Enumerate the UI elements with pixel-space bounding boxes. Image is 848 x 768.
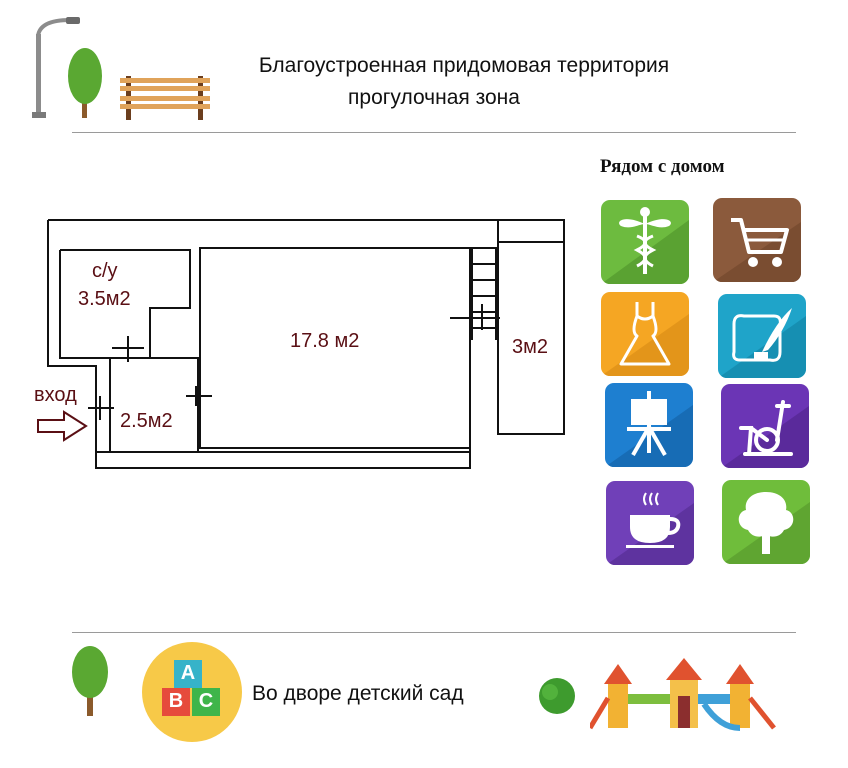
clothing-tile — [601, 292, 689, 376]
easel-icon — [605, 391, 693, 467]
abc-letter-b: B — [168, 690, 184, 712]
pharmacy-tile — [601, 200, 689, 284]
tree-icon — [72, 646, 108, 716]
coffee-cup-icon — [606, 492, 694, 565]
abc-blocks-badge: A B C — [142, 642, 242, 742]
library-tile — [718, 294, 806, 378]
playground-icon — [590, 658, 776, 731]
side-room-area: 3м2 — [512, 336, 548, 358]
park-tile — [722, 480, 810, 564]
floor-plan: с/у 3.5м2 17.8 м2 3м2 вход 2.5м2 — [0, 190, 580, 480]
caduceus-icon — [601, 207, 689, 284]
dress-icon — [601, 302, 689, 376]
abc-letter-c: C — [198, 690, 214, 712]
cafe-tile — [606, 481, 694, 565]
quill-scroll-icon — [718, 308, 806, 378]
shopping-cart-icon — [713, 218, 801, 282]
top-divider — [72, 132, 796, 133]
exercise-bike-icon — [721, 400, 809, 468]
main-room-area: 17.8 м2 — [290, 330, 360, 352]
hall-area: 2.5м2 — [120, 410, 173, 432]
abc-letter-a: A — [180, 662, 196, 684]
bathroom-area: 3.5м2 — [78, 288, 131, 310]
street-lamp-icon — [32, 17, 80, 118]
header-subtitle: прогулочная зона — [348, 86, 520, 109]
bathroom-label: с/у — [92, 260, 118, 282]
entrance-arrow-icon — [37, 410, 88, 442]
tree-icon — [68, 48, 102, 118]
abc-blocks-icon — [162, 660, 220, 716]
art-tile — [605, 383, 693, 467]
fitness-tile — [721, 384, 809, 468]
header-title: Благоустроенная придомовая территория — [258, 54, 670, 77]
kindergarten-text: Во дворе детский сад — [252, 682, 464, 705]
bush-icon — [539, 678, 575, 714]
bench-icon — [120, 76, 210, 120]
bottom-divider — [72, 632, 796, 633]
entrance-label: вход — [34, 384, 77, 406]
shop-tile — [713, 198, 801, 282]
nearby-title: Рядом с домом — [600, 156, 725, 177]
floor-plan-walls — [37, 219, 565, 469]
tree-icon — [722, 492, 810, 564]
